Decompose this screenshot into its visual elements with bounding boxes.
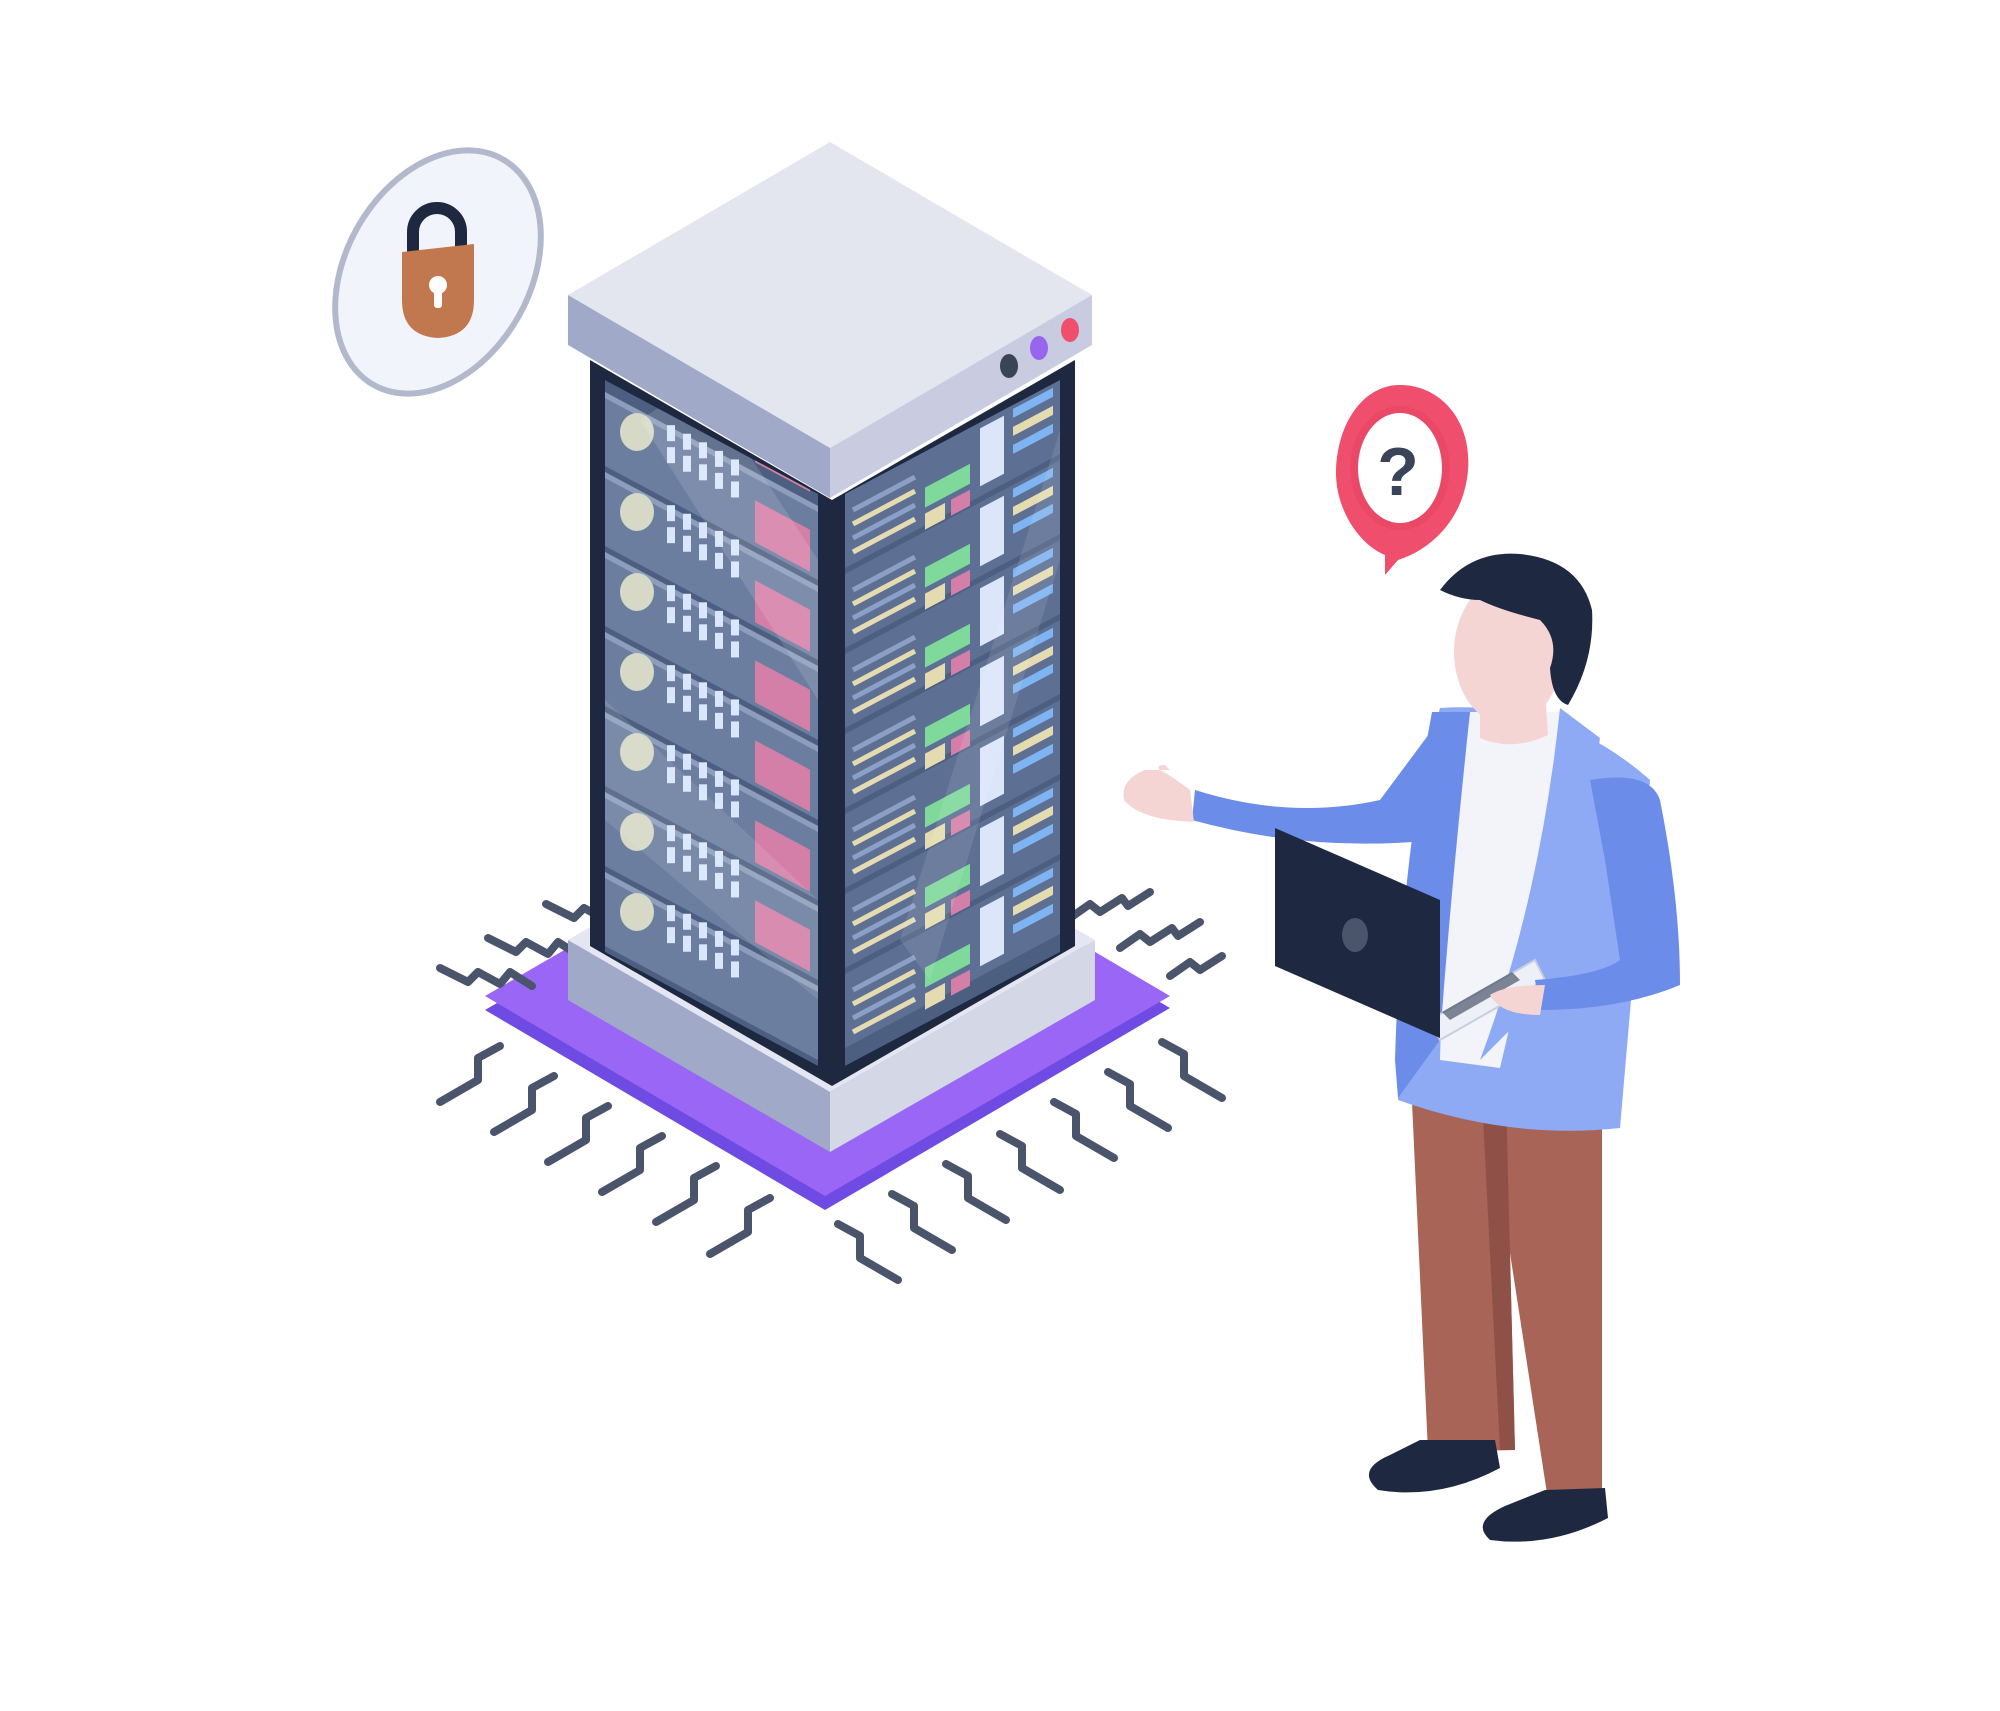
rack-unit-side [845,860,1060,1048]
laptop-logo [1342,918,1368,952]
drive-icon [620,653,654,691]
drive-icon [620,813,654,851]
rack-unit-side [845,780,1060,968]
rack-unit-side [845,460,1060,648]
rack-unit-side [845,700,1060,888]
right-leg [1480,1058,1602,1500]
drive-icon [620,573,654,611]
left-shoe [1368,1440,1500,1493]
padlock-icon [402,202,474,338]
shirt [1440,712,1570,1068]
drive-icon [620,733,654,771]
status-lights [1000,318,1079,378]
person [1123,553,1680,1542]
status-light-red [1061,318,1079,342]
drive-icon [620,893,654,931]
server-rack [568,142,1095,1152]
right-shoe [1482,1488,1608,1542]
rack-unit-front [605,872,818,1060]
pointing-hand [1123,765,1194,822]
laptop [1275,828,1547,1042]
question-bubble: ? [1335,385,1469,575]
rack-unit-side [845,620,1060,808]
rack-unit-side [845,380,1060,568]
status-light-purple [1030,336,1048,360]
question-mark-icon: ? [1377,434,1419,510]
drive-icon [620,493,654,531]
rack-unit-side [845,540,1060,728]
rack-right-face [845,380,1060,1066]
pointing-arm [1192,730,1460,844]
status-light-dark [1000,354,1018,378]
drive-icon [620,413,654,451]
hair [1440,553,1593,705]
rack-front-face [605,380,818,1066]
supporting-hand [1490,985,1545,1015]
supporting-arm [1535,777,1680,1010]
lock-bubble [332,147,544,397]
